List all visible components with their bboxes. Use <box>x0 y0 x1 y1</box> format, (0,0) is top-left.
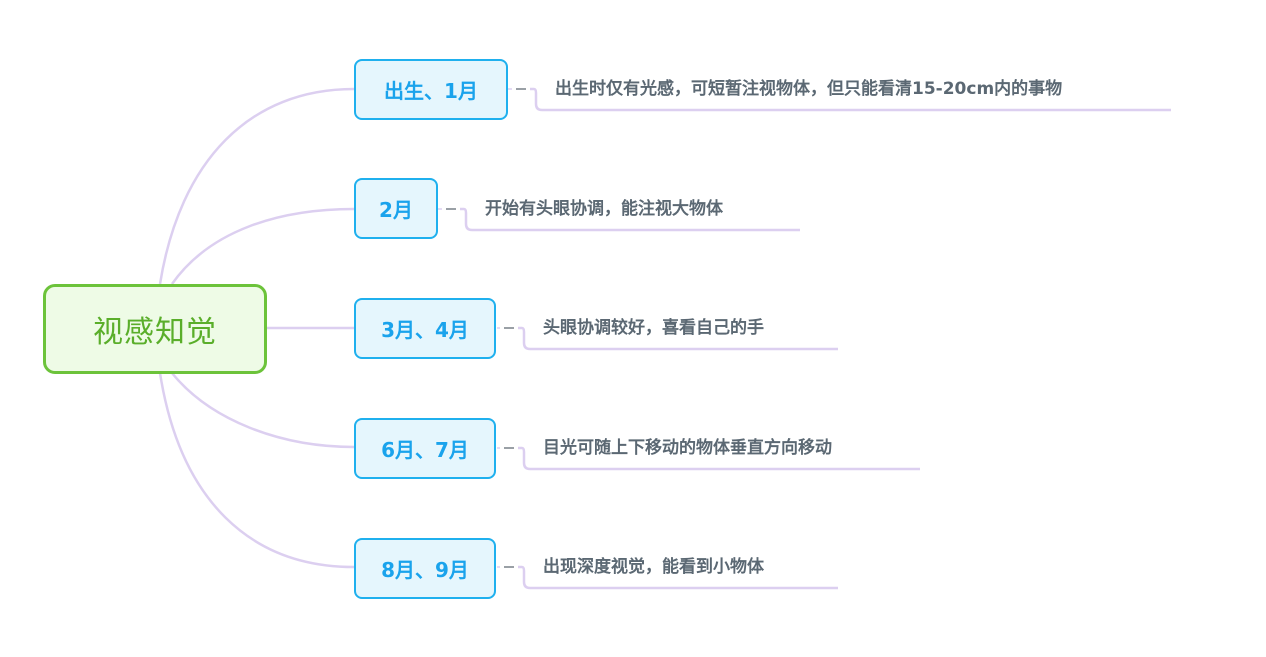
leaf-node-5[interactable]: 出现深度视觉，能看到小物体 <box>543 555 764 579</box>
branch-node-label: 3月、4月 <box>381 318 469 342</box>
leaf-node-3[interactable]: 头眼协调较好，喜看自己的手 <box>543 316 764 340</box>
leaf-node-2[interactable]: 开始有头眼协调，能注视大物体 <box>485 197 723 221</box>
leaf-node-4[interactable]: 目光可随上下移动的物体垂直方向移动 <box>543 436 832 460</box>
leaf-node-label: 开始有头眼协调，能注视大物体 <box>485 199 723 219</box>
leaf-underline-4 <box>518 446 920 471</box>
branch-node-label: 出生、1月 <box>384 79 478 103</box>
branch-node-1[interactable]: 出生、1月 <box>354 59 508 120</box>
leaf-underline-3 <box>518 326 838 351</box>
leaf-node-label: 目光可随上下移动的物体垂直方向移动 <box>543 438 832 458</box>
branch-node-4[interactable]: 6月、7月 <box>354 418 496 479</box>
connector-root-branch-2 <box>170 207 355 285</box>
leaf-underline-1 <box>530 87 1171 112</box>
leaf-node-label: 头眼协调较好，喜看自己的手 <box>543 318 764 338</box>
leaf-node-label: 出现深度视觉，能看到小物体 <box>543 557 764 577</box>
connector-root-branch-1 <box>158 87 355 285</box>
leaf-node-1[interactable]: 出生时仅有光感，可短暂注视物体，但只能看清15-20cm内的事物 <box>555 77 1062 101</box>
branch-node-label: 6月、7月 <box>381 438 469 462</box>
branch-node-5[interactable]: 8月、9月 <box>354 538 496 599</box>
connector-root-branch-5 <box>158 372 355 569</box>
branch-node-label: 2月 <box>379 198 413 222</box>
root-node-label: 视感知觉 <box>93 315 217 350</box>
leaf-underline-2 <box>460 207 800 232</box>
connector-root-branch-4 <box>171 372 355 449</box>
branch-node-label: 8月、9月 <box>381 558 469 582</box>
branch-node-3[interactable]: 3月、4月 <box>354 298 496 359</box>
branch-node-2[interactable]: 2月 <box>354 178 438 239</box>
leaf-underline-5 <box>518 565 838 590</box>
root-node[interactable]: 视感知觉 <box>43 284 267 374</box>
leaf-node-label: 出生时仅有光感，可短暂注视物体，但只能看清15-20cm内的事物 <box>555 79 1063 99</box>
